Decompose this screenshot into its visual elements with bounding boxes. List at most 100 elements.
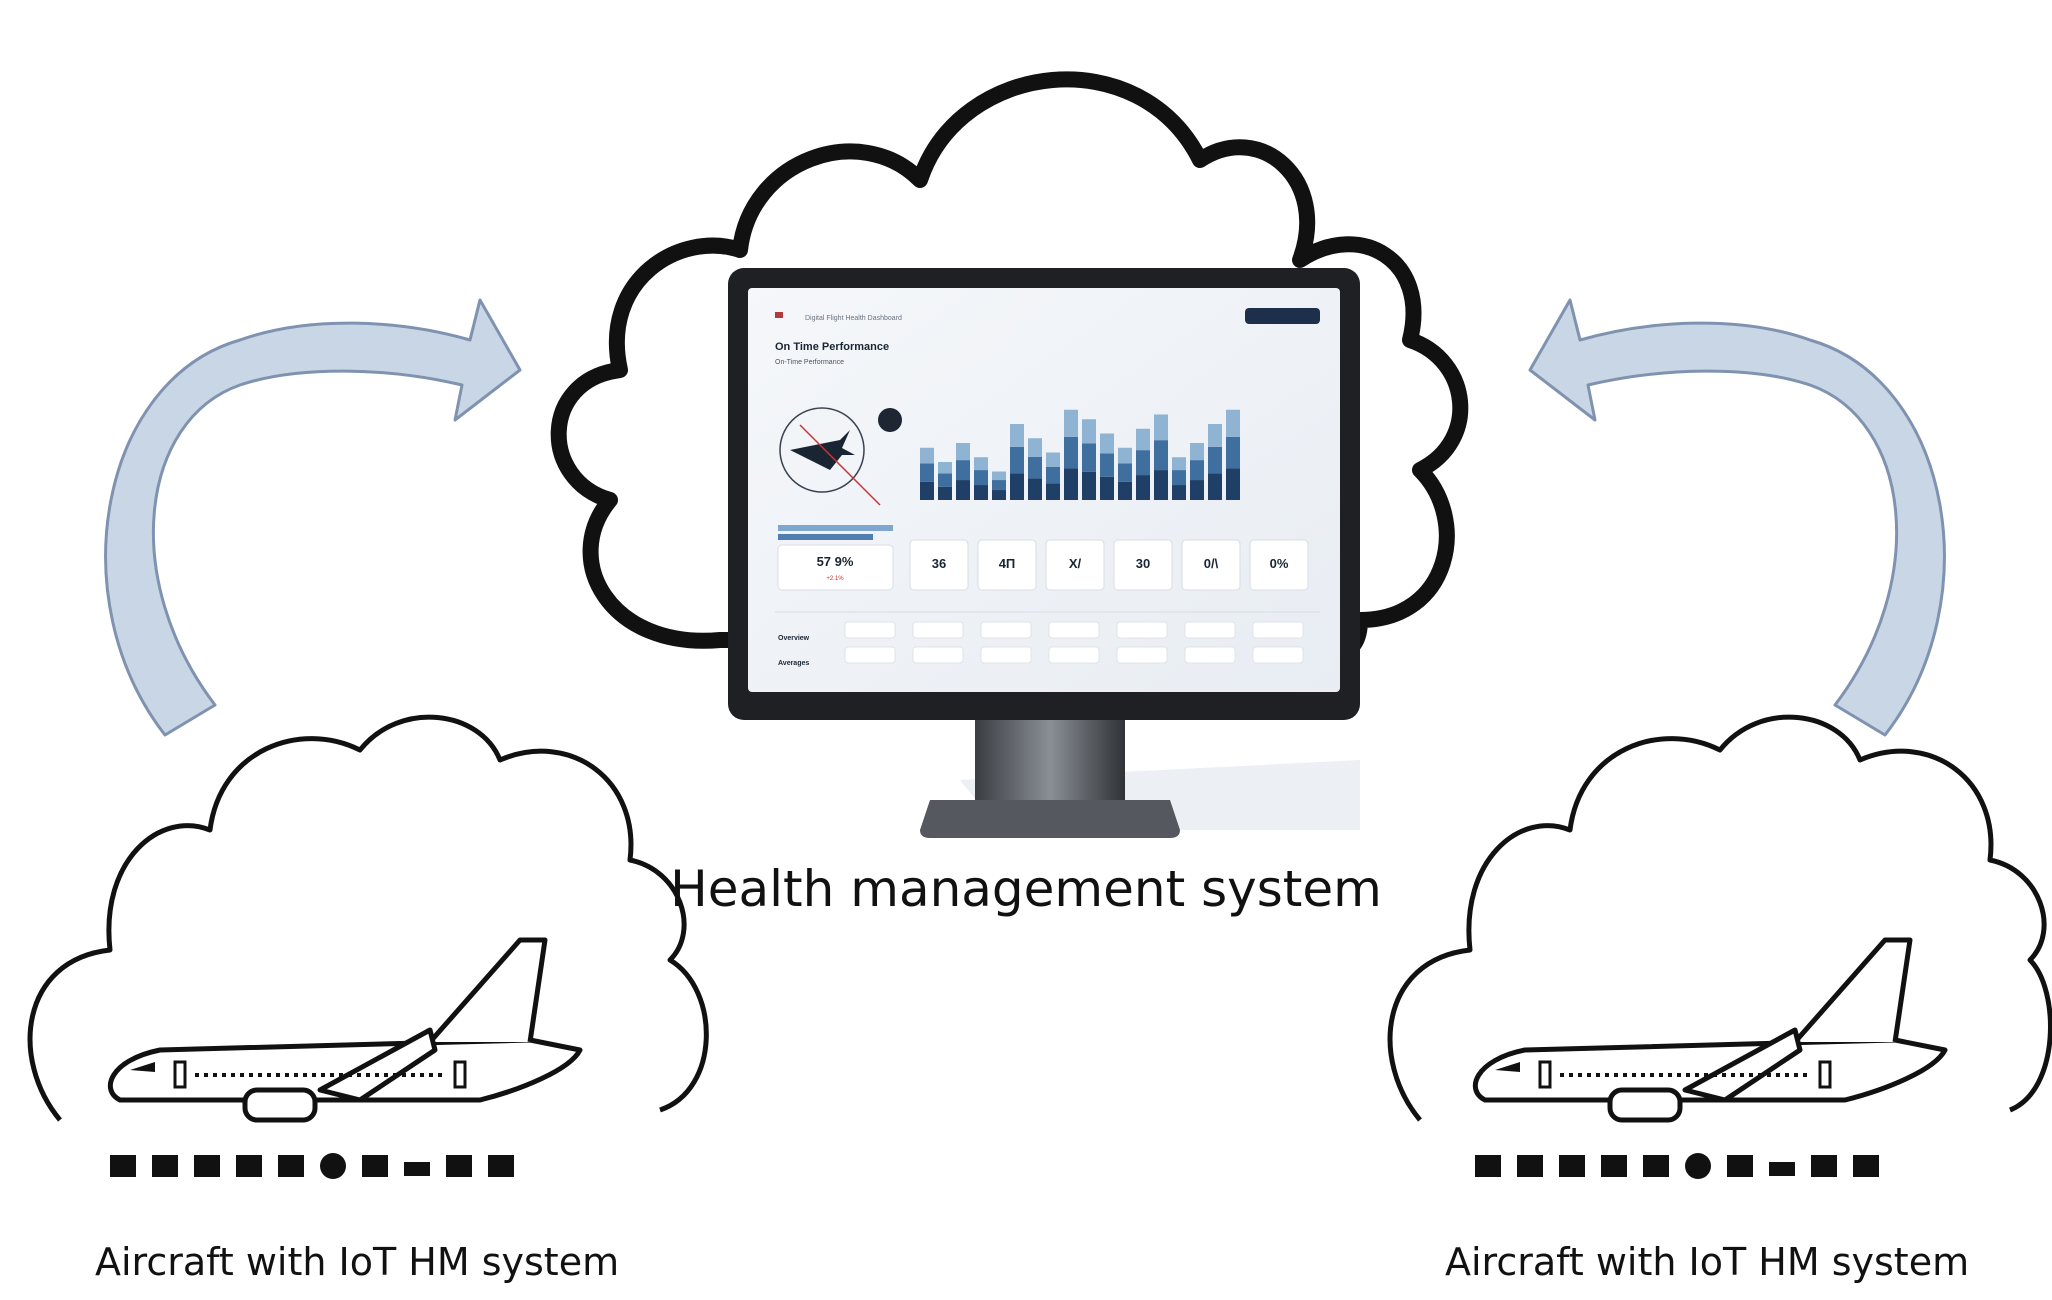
table-cell <box>1116 621 1168 639</box>
dashboard-bar <box>992 490 1006 500</box>
table-cell <box>912 646 964 664</box>
dashboard-subtitle: On-Time Performance <box>775 359 844 366</box>
dashboard-bar <box>1082 471 1096 500</box>
aircraft-door <box>453 1060 467 1089</box>
dashboard-bar <box>974 470 988 486</box>
left-aircraft-caption: Aircraft with IoT HM system <box>95 1240 620 1284</box>
dashboard-bar <box>1190 480 1204 500</box>
dashboard-bar <box>1136 475 1150 500</box>
sensor-icons-row <box>110 1153 514 1179</box>
table-cell <box>1116 646 1168 664</box>
dashboard-bar <box>1226 436 1240 469</box>
table-cell <box>980 646 1032 664</box>
dashboard-bar <box>920 463 934 482</box>
metric-value: 0% <box>1270 556 1289 571</box>
metric-card <box>1181 539 1241 591</box>
aircraft-door <box>173 1060 187 1089</box>
dashboard-bar <box>1010 446 1024 474</box>
dashboard-bar <box>1136 428 1150 451</box>
left-cloud <box>27 714 709 1122</box>
aircraft-tail <box>428 937 548 1044</box>
dashboard-bar <box>974 457 988 471</box>
aircraft-engine <box>1607 1087 1683 1123</box>
table-cell <box>912 621 964 639</box>
metric-value: 30 <box>1136 556 1150 571</box>
dashboard: Digital Flight Health Dashboard On Time … <box>775 308 1320 667</box>
table-cell <box>844 621 896 639</box>
dashboard-bar <box>1100 476 1114 500</box>
monitor-screen <box>748 288 1340 692</box>
table-cell <box>1048 646 1100 664</box>
dashboard-bar <box>1028 456 1042 479</box>
aircraft-wing <box>1682 1027 1803 1103</box>
table-cell <box>980 621 1032 639</box>
metric-card <box>1045 539 1105 591</box>
dashboard-bar <box>920 481 934 500</box>
right-aircraft-caption: Aircraft with IoT HM system <box>1445 1240 1970 1284</box>
table-cell <box>1048 621 1100 639</box>
dashboard-bar <box>938 486 952 500</box>
aircraft-engine <box>242 1087 318 1123</box>
metric-card <box>1113 539 1173 591</box>
dashboard-bar <box>1154 470 1168 500</box>
dashboard-bar <box>1118 463 1132 482</box>
left-upload-arrow <box>104 298 522 737</box>
dashboard-bar <box>1010 473 1024 500</box>
gauge-plane-icon <box>790 430 855 470</box>
right-upload-arrow <box>1528 298 1946 737</box>
metric-value: 36 <box>932 556 946 571</box>
dashboard-header: Digital Flight Health Dashboard <box>805 315 902 322</box>
metric-value: 0/\ <box>1204 556 1219 571</box>
dashboard-bar <box>1118 447 1132 464</box>
dashboard-title: On Time Performance <box>775 341 889 353</box>
dashboard-bar <box>1172 470 1186 486</box>
dashboard-bar <box>1082 419 1096 444</box>
dashboard-bar <box>956 443 970 461</box>
dashboard-bar <box>1190 443 1204 461</box>
dashboard-bar <box>938 473 952 487</box>
aircraft-cockpit <box>1495 1062 1520 1072</box>
dashboard-bar <box>956 480 970 500</box>
kpi-subvalue: +2.1% <box>826 576 844 582</box>
dashboard-bar <box>1118 481 1132 500</box>
dashboard-bar <box>1208 473 1222 500</box>
dashboard-bar <box>1154 414 1168 441</box>
gauge-badge <box>878 408 902 432</box>
dashboard-bar <box>1226 468 1240 500</box>
metric-value: X/ <box>1069 556 1082 571</box>
dashboard-bar <box>1172 457 1186 471</box>
table-row-label: Averages <box>778 660 809 667</box>
table-cell <box>1252 621 1304 639</box>
table-row-label: Overview <box>778 635 810 642</box>
metric-card <box>909 539 969 591</box>
sensor-icons-row <box>1475 1153 1879 1179</box>
dashboard-header-button[interactable] <box>1245 308 1320 324</box>
metric-card <box>977 539 1037 591</box>
health-management-system-caption: Health management system <box>670 860 1382 918</box>
dashboard-bar <box>1208 424 1222 447</box>
aircraft-tail <box>1793 937 1913 1044</box>
table-cell <box>1252 646 1304 664</box>
monitor-stand-base <box>920 800 1180 838</box>
table-cell <box>844 646 896 664</box>
dashboard-bar <box>992 480 1006 491</box>
dashboard-bar-chart <box>920 409 1240 500</box>
kpi-value: 57 9% <box>817 554 854 569</box>
dashboard-bar <box>1046 483 1060 500</box>
dashboard-bar <box>1226 409 1240 437</box>
table-cells <box>844 621 1304 664</box>
dashboard-bar <box>1028 438 1042 457</box>
dashboard-bar <box>1154 440 1168 471</box>
dashboard-bar <box>938 462 952 474</box>
dashboard-bar <box>1190 460 1204 481</box>
aircraft-door <box>1818 1060 1832 1089</box>
table-cell <box>1184 621 1236 639</box>
kpi-progress-bar <box>778 525 893 531</box>
table-cell <box>1184 646 1236 664</box>
dashboard-bar <box>956 460 970 481</box>
dashboard-bar <box>1046 452 1060 467</box>
dashboard-logo <box>775 312 783 318</box>
dashboard-bar <box>1208 446 1222 474</box>
